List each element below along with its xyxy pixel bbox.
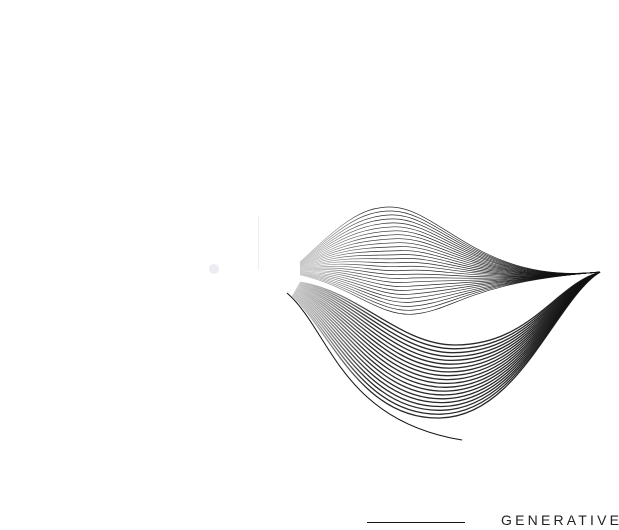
upper-wave-line bbox=[299, 214, 601, 274]
lower-wave-line bbox=[297, 271, 601, 369]
upper-wave-line bbox=[299, 254, 601, 275]
upper-wave-line bbox=[299, 226, 601, 274]
upper-wave-line bbox=[299, 271, 601, 303]
lower-wave-line bbox=[298, 271, 601, 358]
upper-wave-line bbox=[299, 271, 601, 291]
upper-wave-line bbox=[299, 271, 601, 311]
faint-dot bbox=[209, 264, 219, 274]
upper-wave-line bbox=[299, 271, 601, 307]
lower-wave-line bbox=[299, 271, 601, 350]
upper-wave-line bbox=[299, 206, 601, 274]
upper-wave-line bbox=[299, 218, 601, 274]
divider-line bbox=[367, 522, 465, 523]
upper-wave-line bbox=[299, 269, 601, 279]
lower-wave-line bbox=[297, 271, 601, 365]
upper-wave-line bbox=[299, 263, 601, 276]
lone-curve bbox=[286, 292, 463, 441]
upper-wave-line bbox=[299, 261, 601, 276]
lower-wave-line bbox=[299, 271, 601, 354]
upper-wave-line bbox=[299, 258, 601, 276]
upper-wave-line bbox=[299, 270, 601, 283]
lower-wave-line bbox=[295, 271, 601, 388]
lower-wave-line bbox=[296, 271, 601, 377]
upper-wave-line bbox=[299, 271, 601, 295]
caption-word: GENERATIVE bbox=[501, 512, 619, 528]
lower-wave-line bbox=[295, 271, 601, 385]
lower-wave-line bbox=[291, 271, 601, 419]
upper-wave-line bbox=[299, 234, 601, 275]
upper-wave-group bbox=[299, 206, 601, 315]
upper-wave-line bbox=[299, 238, 601, 275]
faint-vertical-line bbox=[258, 216, 259, 270]
lower-wave-line bbox=[298, 271, 601, 362]
lower-wave-line bbox=[296, 271, 601, 373]
upper-wave-line bbox=[299, 271, 601, 315]
upper-wave-line bbox=[299, 250, 601, 275]
upper-wave-line bbox=[299, 265, 601, 277]
upper-wave-line bbox=[299, 267, 601, 278]
lower-wave-line bbox=[299, 271, 601, 346]
upper-wave-line bbox=[299, 230, 601, 275]
upper-wave-line bbox=[299, 210, 601, 274]
upper-wave-line bbox=[299, 222, 601, 274]
upper-wave-line bbox=[299, 242, 601, 275]
upper-wave-line bbox=[299, 271, 601, 287]
lower-wave-line bbox=[295, 271, 601, 381]
lower-wave-line bbox=[294, 271, 601, 396]
lower-wave-group bbox=[291, 271, 601, 419]
lower-wave-line bbox=[294, 271, 601, 392]
upper-wave-line bbox=[299, 271, 601, 299]
upper-wave-line bbox=[299, 246, 601, 275]
